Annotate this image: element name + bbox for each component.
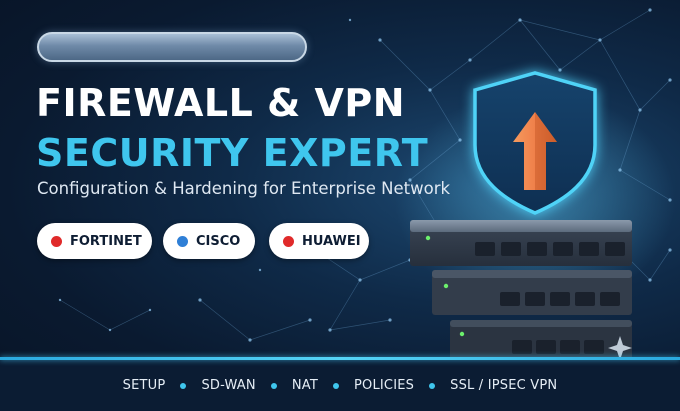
brand-label: FORTINET — [70, 233, 142, 249]
firewall-illustration — [410, 71, 632, 360]
brand-label: CISCO — [196, 233, 241, 249]
bullet-dot-icon — [180, 382, 187, 389]
headline-line2: SECURITY EXPERT — [36, 131, 429, 175]
brand-badge-cisco: CISCO — [163, 223, 255, 259]
server-stack-icon — [410, 220, 632, 360]
brand-badge-huawei: HUAWEI — [269, 223, 369, 259]
bullet-dot-icon — [270, 382, 277, 389]
sparkle-icon — [608, 336, 632, 360]
bottom-divider — [0, 357, 680, 360]
blue-dot-icon — [177, 235, 188, 247]
bullet-dot-icon — [429, 382, 436, 389]
brand-badge-fortinet: FORTINET — [37, 223, 152, 259]
red-dot-icon — [283, 235, 294, 247]
bullet-dot-icon — [332, 382, 339, 389]
brand-label: HUAWEI — [302, 233, 361, 249]
service-sd-wan: SD-WAN — [201, 378, 256, 393]
headline-subtitle: Configuration & Hardening for Enterprise… — [37, 179, 451, 198]
service-policies: POLICIES — [353, 378, 415, 393]
headline-line1: FIREWALL & VPN — [36, 81, 406, 125]
service-setup: SETUP — [122, 378, 166, 393]
red-dot-icon — [51, 235, 62, 247]
service-nat: NAT — [291, 378, 318, 393]
services-bar — [0, 360, 680, 411]
top-banner-pill — [37, 32, 307, 62]
service-ssl-ipsec-vpn: SSL / IPSEC VPN — [450, 378, 558, 393]
up-arrow-icon — [513, 112, 557, 190]
services-list: SETUP SD-WAN NAT POLICIES SSL / IPSEC VP… — [0, 360, 680, 411]
